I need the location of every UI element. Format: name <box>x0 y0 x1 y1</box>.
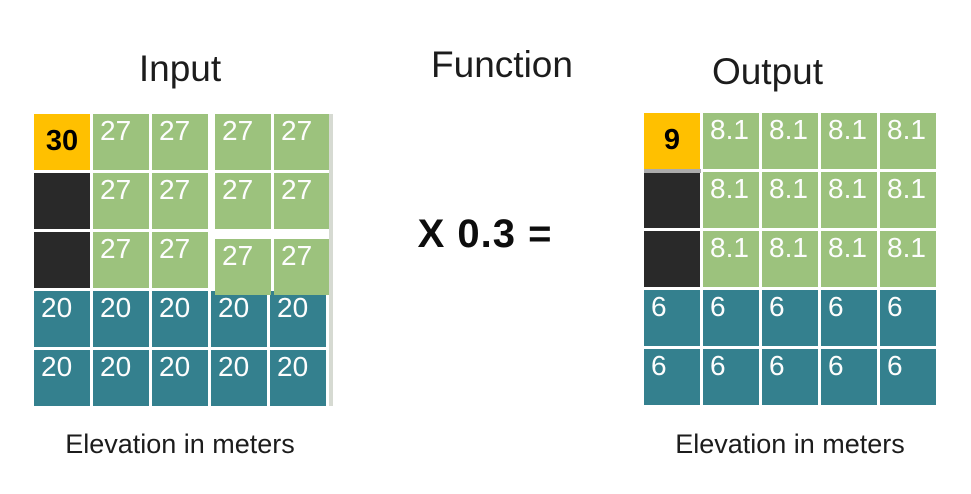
grid-cell: 27 <box>152 173 208 229</box>
grid-cell: 8.1 <box>762 172 818 228</box>
grid-cell: 27 <box>215 114 271 170</box>
grid-cell: 8.1 <box>880 231 936 287</box>
grid-cell: 6 <box>821 290 877 346</box>
grid-cell: 20 <box>211 350 267 406</box>
grid-cell: 6 <box>821 349 877 405</box>
input-grid-edge-sliver <box>329 114 333 406</box>
grid-cell: 9 <box>644 113 700 169</box>
grid-cell <box>34 232 90 288</box>
grid-cell: 27 <box>215 173 271 229</box>
grid-cell: 27 <box>274 239 330 295</box>
grid-cell: 20 <box>34 350 90 406</box>
grid-cell: 8.1 <box>762 113 818 169</box>
grid-cell: 6 <box>762 290 818 346</box>
grid-cell: 27 <box>93 232 149 288</box>
grid-cell: 20 <box>93 291 149 347</box>
grid-cell: 8.1 <box>821 231 877 287</box>
grid-cell: 6 <box>880 349 936 405</box>
grid-cell: 27 <box>93 114 149 170</box>
grid-cell: 27 <box>93 173 149 229</box>
grid-cell: 27 <box>215 239 271 295</box>
grid-cell: 6 <box>762 349 818 405</box>
grid-cell <box>644 231 700 287</box>
function-expression: X 0.3 = <box>417 212 553 256</box>
grid-cell: 8.1 <box>703 172 759 228</box>
grid-cell: 27 <box>152 232 208 288</box>
grid-cell: 20 <box>211 291 267 347</box>
grid-cell: 30 <box>34 114 90 170</box>
grid-cell: 20 <box>270 350 326 406</box>
grid-cell: 6 <box>703 290 759 346</box>
grid-cell: 20 <box>152 350 208 406</box>
grid-cell: 8.1 <box>821 113 877 169</box>
output-orange-cell-shadow <box>644 169 701 173</box>
grid-cell: 27 <box>274 173 330 229</box>
grid-cell: 20 <box>34 291 90 347</box>
grid-cell: 8.1 <box>703 231 759 287</box>
grid-cell: 20 <box>270 291 326 347</box>
grid-cell: 6 <box>703 349 759 405</box>
output-caption: Elevation in meters <box>675 429 905 459</box>
grid-cell: 8.1 <box>880 172 936 228</box>
grid-cell: 6 <box>880 290 936 346</box>
grid-cell: 6 <box>644 349 700 405</box>
grid-cell: 8.1 <box>762 231 818 287</box>
grid-cell: 8.1 <box>821 172 877 228</box>
grid-cell: 27 <box>274 114 330 170</box>
grid-cell: 6 <box>644 290 700 346</box>
grid-cell: 27 <box>152 114 208 170</box>
output-title: Output <box>711 51 824 92</box>
grid-cell: 8.1 <box>880 113 936 169</box>
grid-cell: 8.1 <box>703 113 759 169</box>
input-caption: Elevation in meters <box>65 429 295 459</box>
grid-cell <box>644 172 700 228</box>
grid-cell: 20 <box>93 350 149 406</box>
input-title: Input <box>138 48 222 89</box>
grid-cell: 20 <box>152 291 208 347</box>
grid-cell <box>34 173 90 229</box>
function-title: Function <box>431 44 573 85</box>
